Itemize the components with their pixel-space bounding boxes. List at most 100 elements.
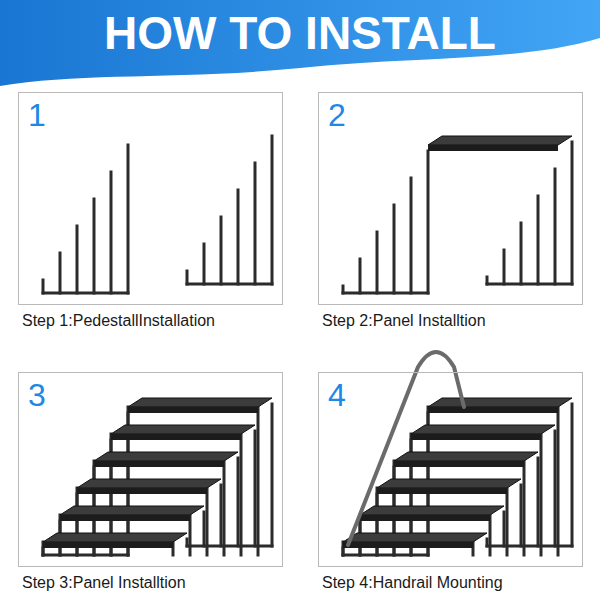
step-panel [377, 479, 521, 488]
frame-bar [271, 136, 274, 284]
frame-bar [187, 283, 272, 286]
step-panel [343, 533, 487, 542]
frame-bar [376, 232, 379, 293]
step-panel [43, 533, 187, 542]
step-panel [60, 506, 204, 515]
step-caption: Step 3:Panel Installtion [22, 573, 186, 593]
frame-bar [237, 458, 240, 546]
panel-border [18, 372, 283, 567]
frame-bar [271, 404, 274, 546]
frame-bar [257, 407, 260, 555]
frame-bar [223, 461, 226, 555]
frame-bar [486, 277, 489, 284]
frame-bar [220, 217, 223, 284]
frame-bar [427, 151, 430, 293]
frame-bar [503, 512, 506, 546]
frame-bar [186, 539, 189, 546]
frame-bar [254, 431, 257, 546]
frame-bar [254, 163, 257, 284]
frame-bar [571, 142, 574, 284]
step-number: 1 [28, 96, 46, 134]
step-edge [77, 488, 207, 494]
frame-bar [571, 404, 574, 546]
step-edge [428, 407, 558, 413]
step-panel-box: 1Step 1:PedestallInstallation [18, 92, 283, 335]
step-panel [94, 452, 238, 461]
frame-bar [203, 244, 206, 284]
frame-bar [342, 286, 345, 293]
frame-bar [520, 485, 523, 546]
step-number: 3 [28, 376, 46, 414]
stair-figure [43, 136, 272, 293]
step-edge [377, 488, 507, 494]
frame-bar [43, 292, 128, 295]
step-panel [428, 398, 572, 407]
frame-bar [43, 554, 128, 557]
frame-bar [540, 434, 543, 555]
frame-bar [487, 283, 572, 286]
step-panel [428, 136, 572, 145]
frame-bar [537, 458, 540, 546]
step-edge [128, 407, 258, 413]
step-caption: Step 1:PedestallInstallation [22, 311, 215, 331]
frame-bar [110, 172, 113, 293]
step-panel-box: 3Step 3:Panel Installtion [18, 372, 283, 597]
step-edge [411, 434, 541, 440]
step-panel [411, 425, 555, 434]
panel-border [318, 92, 583, 305]
step-edge [111, 434, 241, 440]
frame-bar [393, 205, 396, 293]
frame-bar [554, 431, 557, 546]
handrail [348, 352, 464, 545]
step-edge [43, 542, 173, 548]
step-panel [394, 452, 538, 461]
step-number: 4 [328, 376, 346, 414]
frame-bar [220, 485, 223, 546]
step-panel-box: 2Step 2:Panel Installtion [318, 92, 583, 335]
frame-bar [520, 223, 523, 284]
step-caption: Step 2:Panel Installtion [322, 311, 486, 331]
frame-bar [206, 488, 209, 555]
frame-bar [537, 196, 540, 284]
stair-figure [343, 352, 572, 555]
frame-bar [186, 271, 189, 284]
frame-bar [410, 178, 413, 293]
panel-border [318, 372, 583, 567]
stair-figure [43, 398, 272, 555]
step-edge [94, 461, 224, 467]
step-edge [360, 515, 490, 521]
step-panel [77, 479, 221, 488]
step-caption: Step 4:Handrail Mounting [322, 573, 503, 593]
frame-bar [42, 280, 45, 293]
frame-bar [503, 250, 506, 284]
frame-bar [127, 145, 130, 293]
frame-bar [76, 226, 79, 293]
step-panel-box: 4Step 4:Handrail Mounting [318, 372, 583, 597]
frame-bar [93, 199, 96, 293]
frame-bar [343, 292, 428, 295]
step-panel [360, 506, 504, 515]
frame-bar [59, 253, 62, 293]
frame-bar [359, 259, 362, 293]
frame-bar [486, 539, 489, 546]
frame-bar [237, 190, 240, 284]
step-edge [394, 461, 524, 467]
step-panel [128, 398, 272, 407]
step-edge [428, 145, 558, 151]
frame-bar [554, 169, 557, 284]
stair-figure [343, 136, 572, 293]
step-edge [60, 515, 190, 521]
panel-border [18, 92, 283, 305]
step-edge [343, 542, 473, 548]
frame-bar [240, 434, 243, 555]
step-number: 2 [328, 96, 346, 134]
page-title: HOW TO INSTALL [0, 6, 600, 60]
header-band [0, 0, 600, 86]
frame-bar [557, 407, 560, 555]
frame-bar [523, 461, 526, 555]
frame-bar [203, 512, 206, 546]
frame-bar [506, 488, 509, 555]
step-panel [111, 425, 255, 434]
frame-bar [343, 554, 428, 557]
